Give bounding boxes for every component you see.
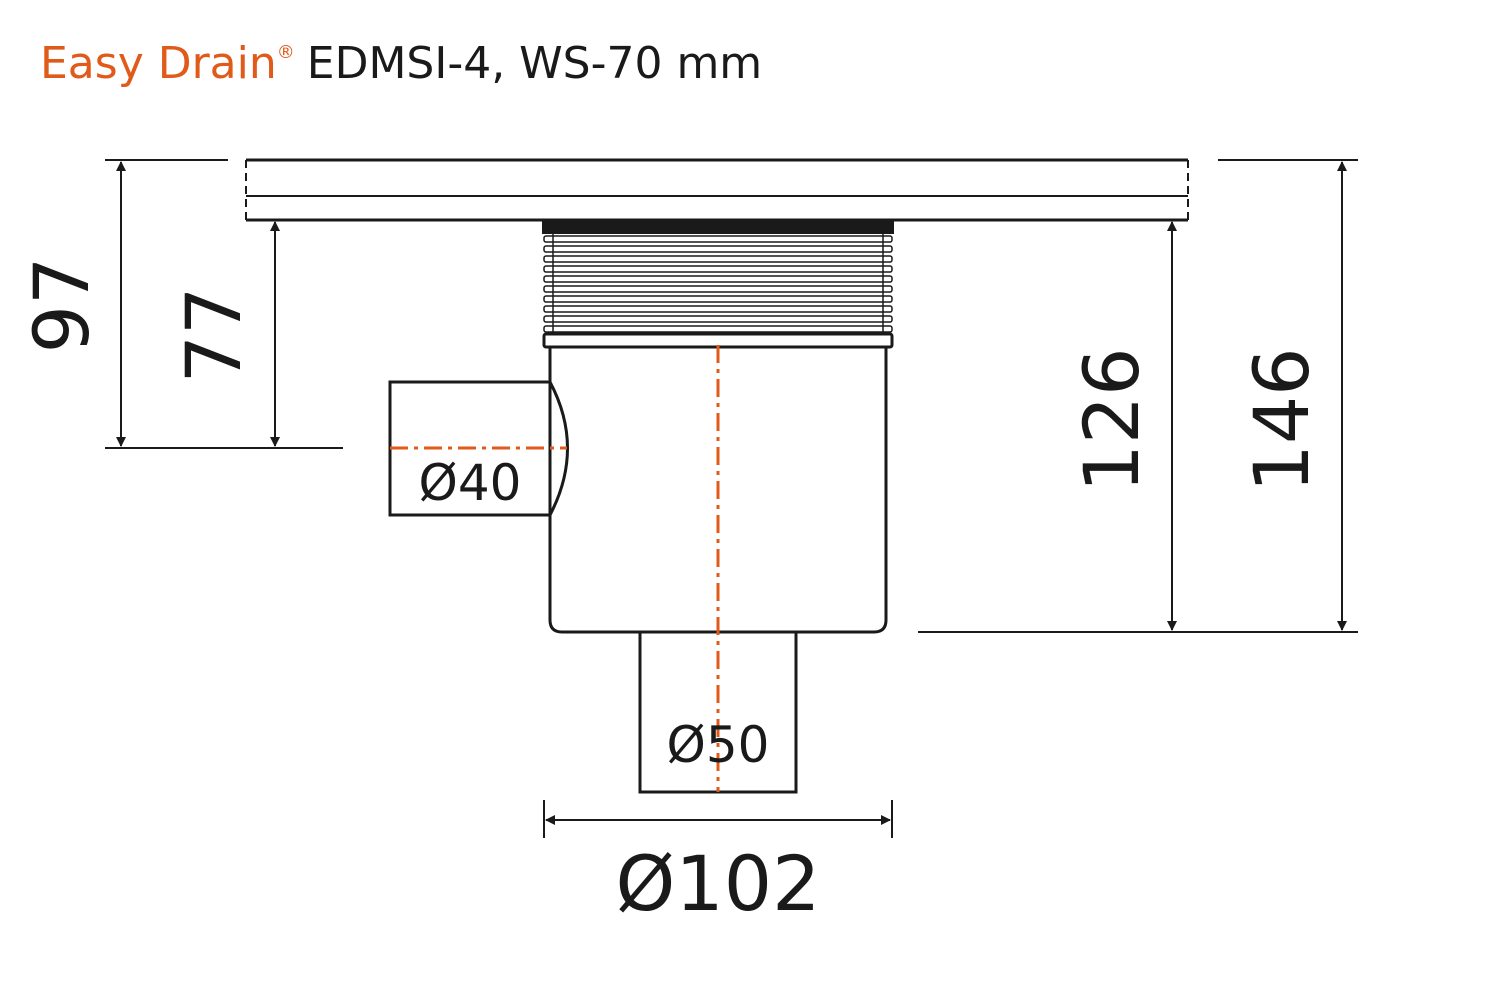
dimension-50: Ø50 [667,716,770,774]
flange [542,220,894,234]
svg-text:97: 97 [17,257,106,354]
thread-ring [543,295,893,303]
dimension-77: 77 [169,221,280,447]
registered-mark: ® [276,42,295,63]
thread-ring [543,245,893,253]
svg-text:126: 126 [1067,347,1156,492]
svg-text:77: 77 [169,287,258,384]
thread [543,234,893,334]
thread-ring [543,285,893,293]
diagram-title: Easy Drain® EDMSI-4, WS-70 mm [40,38,762,89]
dimension-97: 97 [17,159,343,449]
brand-name: Easy Drain [40,38,277,89]
model-name: EDMSI-4, WS-70 mm [306,38,763,89]
dimension-126: 126 [918,221,1358,633]
thread-ring [543,265,893,273]
thread-ring [543,315,893,323]
dimension-40: Ø40 [419,454,522,512]
thread-ring [543,255,893,263]
thread-ring [543,275,893,283]
dimension-102: Ø102 [543,800,893,928]
grate [245,158,1189,222]
side-outlet [388,380,569,517]
thread-ring [543,325,893,333]
dimension-146: 146 [1218,159,1358,631]
thread-ring [543,235,893,243]
thread-ring [543,305,893,313]
svg-text:146: 146 [1237,347,1326,492]
svg-text:Ø102: Ø102 [616,839,821,928]
